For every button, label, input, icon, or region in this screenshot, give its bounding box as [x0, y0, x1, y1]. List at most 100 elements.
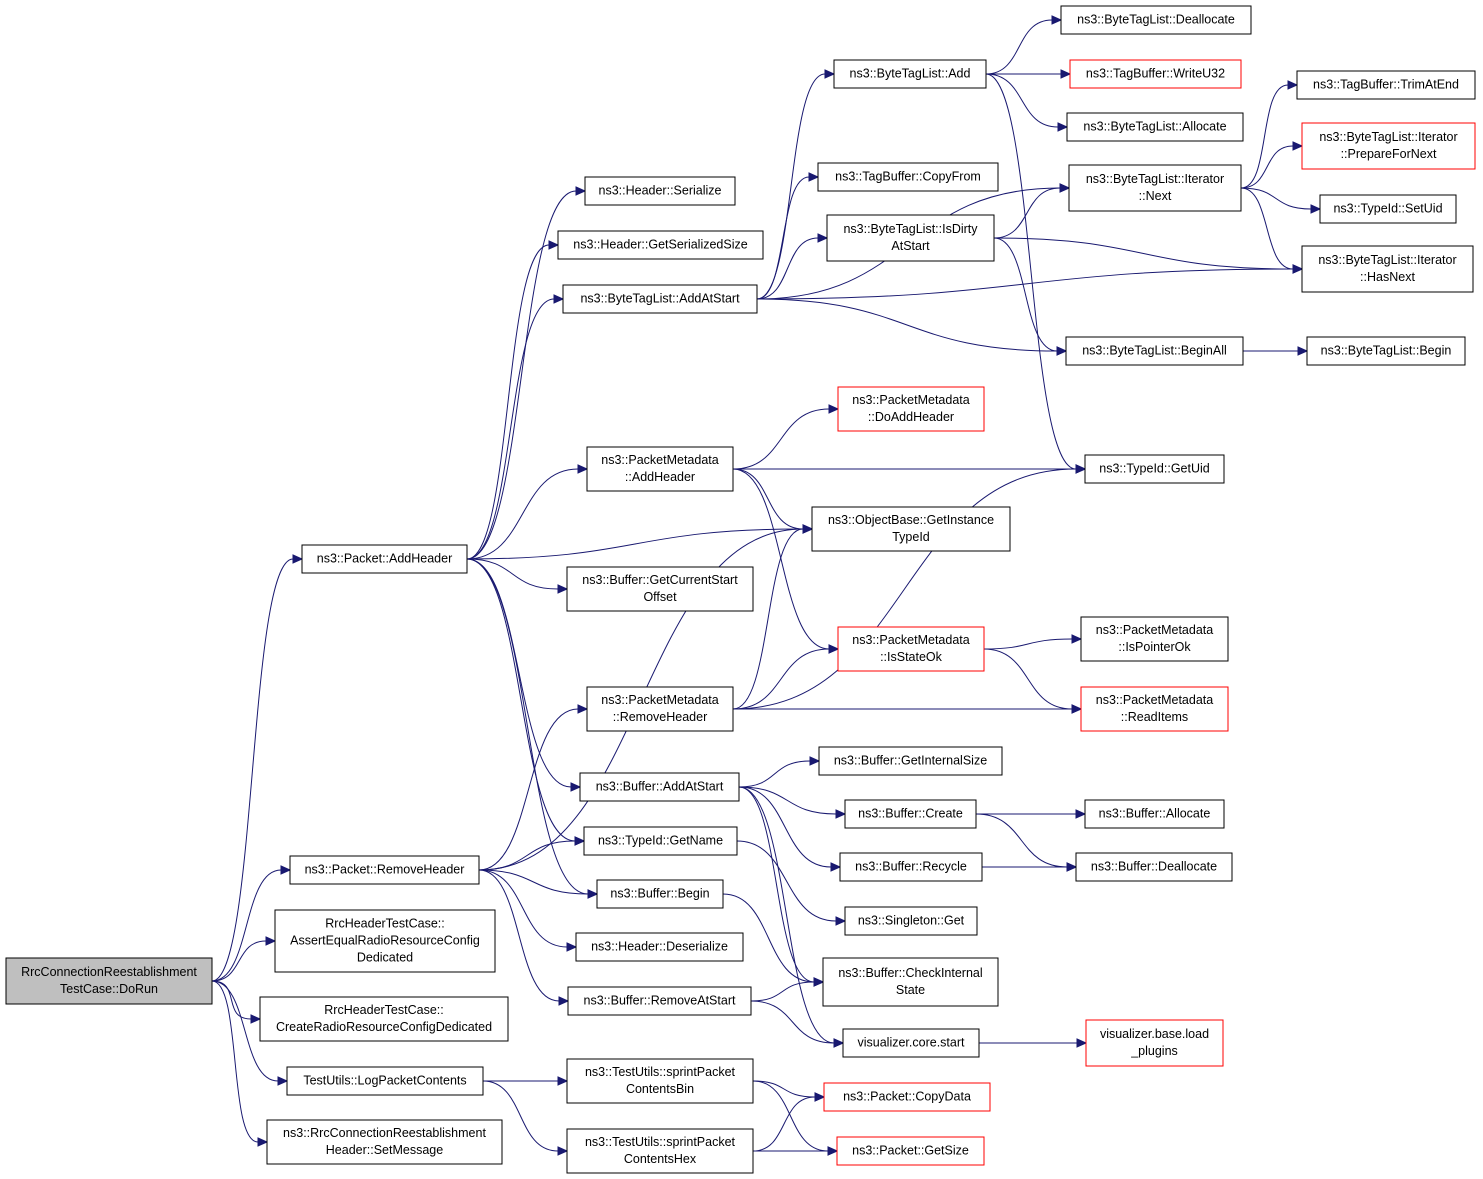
node-label: ns3::TypeId::SetUid	[1333, 201, 1442, 215]
node-btlAdd[interactable]: ns3::ByteTagList::Add	[833, 59, 987, 89]
node-pmReadItems[interactable]: ns3::PacketMetadata::ReadItems	[1080, 686, 1229, 732]
node-box	[844, 799, 977, 829]
node-btlBeginAll[interactable]: ns3::ByteTagList::BeginAll	[1065, 336, 1244, 366]
node-bufGetIntSize[interactable]: ns3::Buffer::GetInternalSize	[818, 746, 1003, 776]
node-box	[286, 1066, 484, 1096]
node-box	[1080, 686, 1229, 732]
node-box	[562, 284, 758, 314]
node-tidGetName[interactable]: ns3::TypeId::GetName	[583, 826, 738, 856]
node-box	[1065, 336, 1244, 366]
node-pktRemoveHeader[interactable]: ns3::Packet::RemoveHeader	[289, 855, 480, 885]
edge-pmAddHeader-to-obGetInstTid	[732, 468, 814, 534]
node-box	[837, 386, 985, 432]
edge-sprintHex-to-pktGetSize	[753, 1146, 839, 1156]
node-hdrDeserialize[interactable]: ns3::Header::Deserialize	[575, 932, 744, 962]
node-tidSetUid[interactable]: ns3::TypeId::SetUid	[1319, 194, 1457, 224]
node-bufDealloc[interactable]: ns3::Buffer::Deallocate	[1075, 852, 1233, 882]
node-label: ns3::ByteTagList::Iterator	[1319, 130, 1457, 144]
node-label: ns3::Packet::AddHeader	[317, 551, 453, 565]
node-label: ns3::Packet::GetSize	[852, 1143, 969, 1157]
node-pktGetSize[interactable]: ns3::Packet::GetSize	[836, 1136, 985, 1166]
node-pmDoAddHeader[interactable]: ns3::PacketMetadata::DoAddHeader	[837, 386, 985, 432]
edge-btlAddAtStart-to-btlBeginAll	[756, 298, 1068, 356]
node-assertEqual[interactable]: RrcHeaderTestCase::AssertEqualRadioResou…	[274, 909, 496, 973]
node-bufRemoveAtStart[interactable]: ns3::Buffer::RemoveAtStart	[567, 986, 752, 1016]
node-pmAddHeader[interactable]: ns3::PacketMetadata::AddHeader	[586, 446, 734, 492]
node-label: ns3::TestUtils::sprintPacket	[585, 1135, 736, 1149]
node-btlAllocate[interactable]: ns3::ByteTagList::Allocate	[1066, 112, 1244, 142]
edge-pktAddHeader-to-bufGetCurStart	[466, 558, 569, 594]
node-singletonGet[interactable]: ns3::Singleton::Get	[844, 906, 978, 936]
node-hdrSerialize[interactable]: ns3::Header::Serialize	[584, 176, 736, 206]
node-tbWriteU32[interactable]: ns3::TagBuffer::WriteU32	[1069, 59, 1242, 89]
edge-btlAddAtStart-to-tbCopyFrom	[756, 172, 820, 300]
node-btlDealloc[interactable]: ns3::ByteTagList::Deallocate	[1060, 5, 1252, 35]
node-box	[844, 906, 978, 936]
node-tbCopyFrom[interactable]: ns3::TagBuffer::CopyFrom	[817, 162, 999, 192]
edge-root-to-pktAddHeader	[211, 554, 304, 982]
node-label: ns3::Buffer::GetCurrentStart	[582, 573, 738, 587]
edge-bufAddAtStart-to-bufRecycle	[738, 786, 842, 872]
edge-bufCreate-to-bufDealloc	[975, 813, 1078, 872]
node-box	[836, 1136, 985, 1166]
node-btlBegin[interactable]: ns3::ByteTagList::Begin	[1306, 336, 1466, 366]
edge-tidGetName-to-singletonGet	[736, 840, 847, 926]
node-tidGetUid[interactable]: ns3::TypeId::GetUid	[1084, 454, 1225, 484]
node-logPacket[interactable]: TestUtils::LogPacketContents	[286, 1066, 484, 1096]
node-bufAddAtStart[interactable]: ns3::Buffer::AddAtStart	[579, 772, 740, 802]
node-box	[1075, 852, 1233, 882]
node-box	[566, 566, 754, 612]
node-bufAllocate[interactable]: ns3::Buffer::Allocate	[1084, 799, 1225, 829]
node-box	[5, 957, 213, 1005]
node-createRadio[interactable]: RrcHeaderTestCase::CreateRadioResourceCo…	[259, 996, 509, 1042]
node-box	[1066, 112, 1244, 142]
node-pmIsPointerOk[interactable]: ns3::PacketMetadata::IsPointerOk	[1080, 616, 1229, 662]
node-pktCopyData[interactable]: ns3::Packet::CopyData	[823, 1082, 991, 1112]
node-vizStart[interactable]: visualizer.core.start	[842, 1028, 980, 1058]
node-bufCreate[interactable]: ns3::Buffer::Create	[844, 799, 977, 829]
node-root[interactable]: RrcConnectionReestablishmentTestCase::Do…	[5, 957, 213, 1005]
node-btlItPrepare[interactable]: ns3::ByteTagList::Iterator::PrepareForNe…	[1301, 122, 1476, 170]
edge-bufRemoveAtStart-to-bufCheckInt	[750, 977, 825, 1002]
node-label: _plugins	[1130, 1044, 1178, 1058]
node-tbTrimAtEnd[interactable]: ns3::TagBuffer::TrimAtEnd	[1296, 70, 1476, 100]
node-label: Dedicated	[357, 950, 413, 964]
node-label: ns3::ByteTagList::BeginAll	[1082, 343, 1227, 357]
node-label: AssertEqualRadioResourceConfig	[290, 933, 480, 947]
edge-bufRecycle-to-bufDealloc	[982, 862, 1078, 872]
edge-root-to-assertEqual	[211, 936, 277, 982]
node-btlItHasNext[interactable]: ns3::ByteTagList::Iterator::HasNext	[1301, 245, 1474, 293]
node-pmIsStateOk[interactable]: ns3::PacketMetadata::IsStateOk	[837, 626, 985, 672]
edge-pmRemoveHeader-to-pmReadItems	[733, 704, 1083, 714]
node-box	[833, 59, 987, 89]
node-bufBegin[interactable]: ns3::Buffer::Begin	[596, 879, 724, 909]
node-setMessage[interactable]: ns3::RrcConnectionReestablishmentHeader:…	[266, 1119, 503, 1165]
edge-pktAddHeader-to-bufAddAtStart	[466, 558, 582, 792]
node-label: ns3::ObjectBase::GetInstance	[828, 513, 994, 527]
node-label: Offset	[643, 590, 677, 604]
nodes-layer: RrcConnectionReestablishmentTestCase::Do…	[5, 5, 1476, 1174]
node-vizLoadPlugins[interactable]: visualizer.base.load_plugins	[1085, 1019, 1224, 1067]
node-box	[301, 544, 468, 574]
node-pmRemoveHeader[interactable]: ns3::PacketMetadata::RemoveHeader	[586, 686, 734, 732]
edge-pktAddHeader-to-btlAddAtStart	[466, 294, 565, 560]
node-label: ns3::PacketMetadata	[852, 393, 969, 407]
node-box	[839, 852, 983, 882]
node-btlItNext[interactable]: ns3::ByteTagList::Iterator::Next	[1068, 164, 1242, 212]
node-bufRecycle[interactable]: ns3::Buffer::Recycle	[839, 852, 983, 882]
node-pktAddHeader[interactable]: ns3::Packet::AddHeader	[301, 544, 468, 574]
node-btlAddAtStart[interactable]: ns3::ByteTagList::AddAtStart	[562, 284, 758, 314]
edge-bufCreate-to-bufAllocate	[975, 809, 1087, 819]
node-label: TestUtils::LogPacketContents	[303, 1073, 466, 1087]
node-label: ns3::Buffer::GetInternalSize	[834, 753, 987, 767]
node-hdrGetSerSize[interactable]: ns3::Header::GetSerializedSize	[557, 230, 764, 260]
edge-btlAdd-to-btlDealloc	[985, 15, 1063, 75]
edge-btlItNext-to-btlItPrepare	[1240, 141, 1304, 189]
